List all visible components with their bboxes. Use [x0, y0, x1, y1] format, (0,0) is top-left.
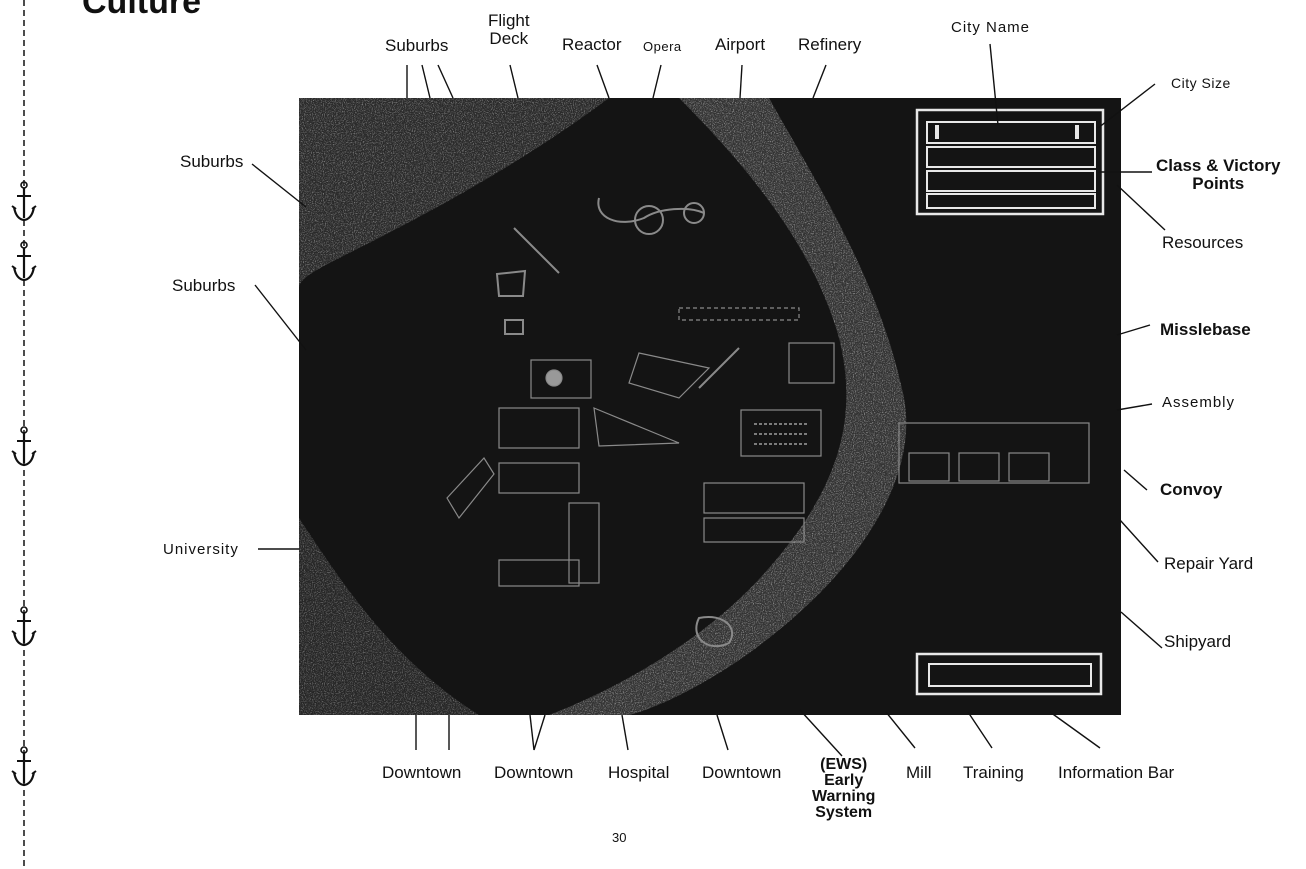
- leader-assembly: [1117, 404, 1152, 410]
- leader-opera: [653, 65, 661, 98]
- leader-suburbs-left-1: [252, 164, 306, 207]
- label-training: Training: [963, 764, 1024, 782]
- label-hospital: Hospital: [608, 764, 669, 782]
- leader-mill: [886, 712, 915, 748]
- label-refinery: Refinery: [798, 36, 861, 54]
- leader-training: [968, 712, 992, 748]
- label-information-bar: Information Bar: [1058, 764, 1174, 782]
- leader-repair-yard: [1120, 520, 1158, 562]
- label-city-size: City Size: [1171, 74, 1231, 92]
- leader-misslebase: [1117, 325, 1150, 335]
- label-class-victory-points: Class & Victory Points: [1156, 157, 1280, 193]
- label-early-warning-system: (EWS) Early Warning System: [812, 757, 875, 821]
- leader-refinery: [813, 65, 826, 98]
- label-mill: Mill: [906, 764, 932, 782]
- page-number: 30: [612, 830, 626, 845]
- leader-downtown-3: [717, 715, 728, 750]
- label-suburbs-left-2: Suburbs: [172, 277, 235, 295]
- label-repair-yard: Repair Yard: [1164, 555, 1253, 573]
- leader-airport: [740, 65, 742, 98]
- label-opera: Opera: [643, 38, 682, 56]
- label-shipyard: Shipyard: [1164, 633, 1231, 651]
- leader-reactor: [597, 65, 609, 98]
- label-assembly: Assembly: [1162, 394, 1235, 412]
- leader-downtown-2b: [534, 715, 545, 750]
- label-flight-deck: Flight Deck: [488, 12, 530, 48]
- label-reactor: Reactor: [562, 36, 622, 54]
- label-downtown-1: Downtown: [382, 764, 461, 782]
- leader-suburbs-top-2: [422, 65, 430, 98]
- label-suburbs-left-1: Suburbs: [180, 153, 243, 171]
- leader-suburbs-top-3: [438, 65, 453, 98]
- leader-city-size: [1098, 84, 1155, 128]
- leader-information-bar: [1050, 712, 1100, 748]
- label-convoy: Convoy: [1160, 481, 1222, 499]
- leader-shipyard: [1121, 612, 1162, 648]
- label-resources: Resources: [1162, 234, 1243, 252]
- leader-hospital: [622, 715, 628, 750]
- label-city-name: City Name: [951, 19, 1030, 37]
- label-downtown-2: Downtown: [494, 764, 573, 782]
- leader-ews: [800, 710, 842, 756]
- label-airport: Airport: [715, 36, 765, 54]
- leader-city-name: [990, 44, 998, 125]
- label-downtown-3: Downtown: [702, 764, 781, 782]
- label-suburbs-top: Suburbs: [385, 37, 448, 55]
- label-misslebase: Misslebase: [1160, 321, 1251, 339]
- leader-convoy: [1124, 470, 1147, 490]
- leader-flight-deck: [510, 65, 518, 98]
- leader-downtown-2a: [530, 715, 534, 750]
- label-university: University: [163, 541, 239, 559]
- leader-suburbs-left-2: [255, 285, 306, 350]
